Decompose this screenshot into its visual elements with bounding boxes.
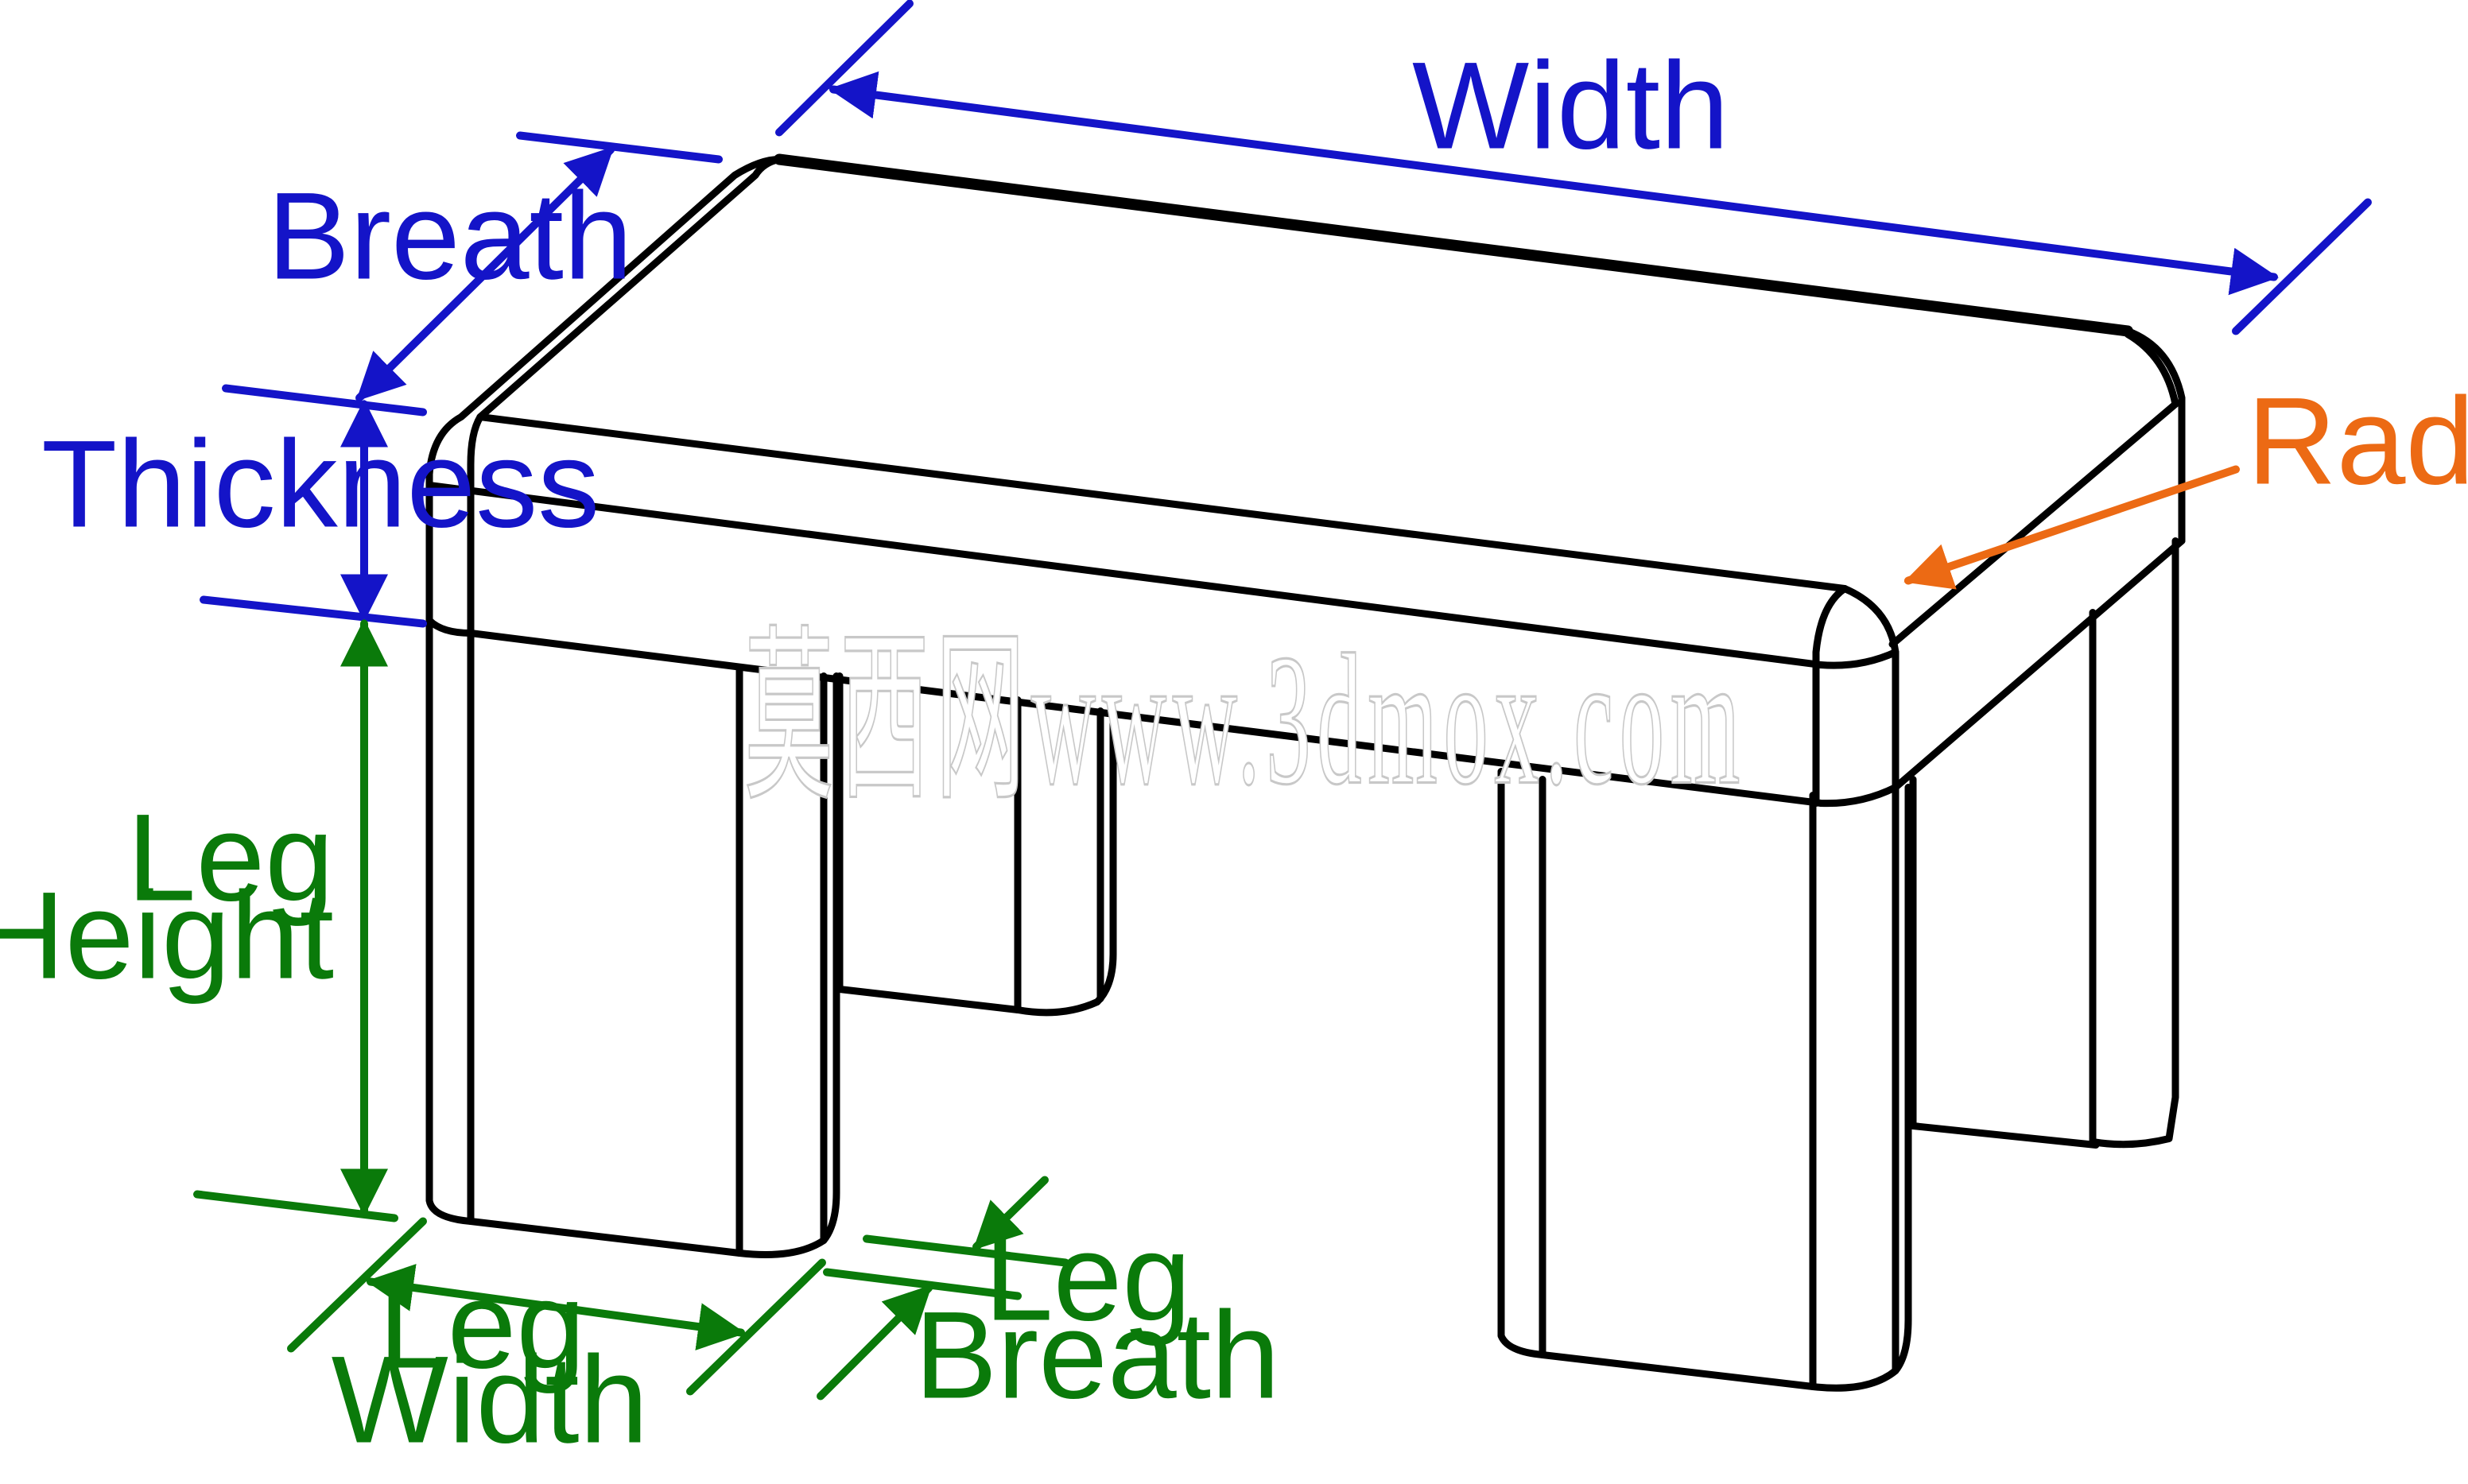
leg-width-arrow [366, 1264, 746, 1350]
thickness-label: Thickness [41, 416, 600, 554]
leg-width-label-line2: Width [332, 1331, 649, 1470]
breath-extension-line-top [516, 131, 723, 164]
front-right-leg [1497, 768, 1912, 1392]
watermark-text: 莫西网www.3dmox.com [744, 617, 1746, 824]
leg-breath-extension-line-bottom [823, 1268, 1022, 1300]
leg-width-label-line1: Leg [378, 1257, 585, 1395]
leg-height-label-line2: Height [0, 867, 334, 1005]
leg-breath-label-line1: Leg [984, 1209, 1191, 1347]
breath-dimension [355, 131, 723, 402]
leg-breath-arrow-bottom [817, 1284, 933, 1401]
width-dimension [775, 0, 2372, 335]
leg-width-dimension [287, 1217, 826, 1396]
front-left-leg [425, 614, 840, 1258]
width-extension-line-right [2232, 198, 2372, 335]
leg-height-label-line1: Leg [127, 789, 334, 928]
width-arrow [828, 71, 2279, 296]
thickness-extension-line-bottom [200, 595, 427, 628]
width-label: Width [1412, 37, 1729, 176]
tabletop [425, 153, 2186, 808]
back-right-leg [1909, 537, 2179, 1149]
radius-label: Radius [2247, 373, 2468, 511]
back-left-leg [836, 672, 1117, 1017]
thickness-extension-line-top [222, 384, 427, 417]
width-extension-line-left [775, 0, 914, 137]
leg-breath-dimension [817, 1176, 1069, 1401]
table-drawing [425, 153, 2186, 1392]
leg-breath-label-line2: Breath [914, 1287, 1280, 1425]
radius-arrow [1903, 465, 2240, 590]
breath-arrow [355, 145, 615, 402]
leg-width-extension-line-left [287, 1217, 427, 1353]
leg-height-dimension [193, 618, 398, 1222]
leg-width-extension-line-right [686, 1258, 826, 1396]
breath-label: Breath [267, 168, 633, 306]
leg-breath-arrow-top [972, 1176, 1049, 1251]
leg-breath-extension-line-top [863, 1234, 1069, 1267]
